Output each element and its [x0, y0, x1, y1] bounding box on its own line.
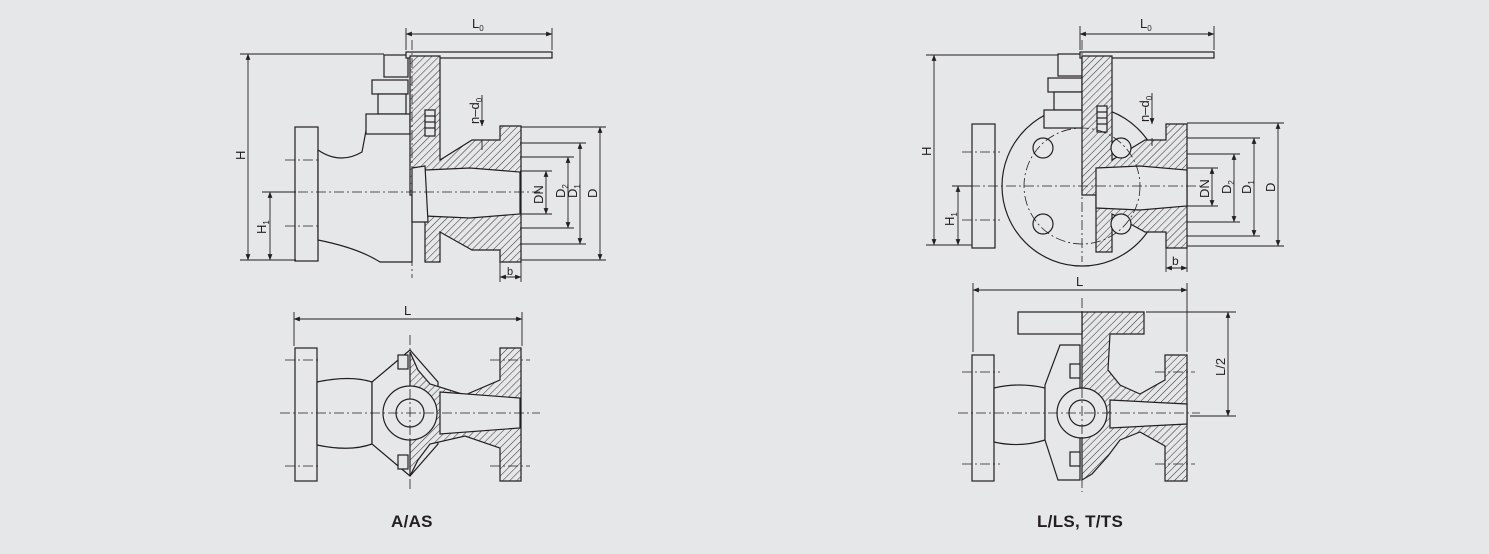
- right-d2-label: D2: [1219, 180, 1236, 194]
- right-l-label: L: [1076, 274, 1083, 289]
- left-elevation-dimensions: [240, 28, 606, 282]
- right-nd0-label: n–d0: [1137, 95, 1154, 122]
- right-d-label: D: [1263, 183, 1278, 192]
- left-d2-label: D2: [553, 184, 570, 198]
- left-nd0-label: n–d0: [467, 97, 484, 124]
- right-elevation-centerlines: [952, 40, 1200, 262]
- left-dn-label: DN: [531, 185, 546, 204]
- left-elevation-labels: L0 H H1 n–d0 DN D2 D1 D b: [233, 16, 600, 278]
- left-plan-dimensions: [293, 312, 523, 346]
- right-h-label: H: [919, 147, 934, 156]
- right-l0-label: L0: [1140, 16, 1152, 33]
- left-elevation-centerlines: [262, 40, 540, 278]
- left-d1-label: D1: [565, 184, 582, 198]
- left-h1-label: H1: [254, 220, 271, 234]
- left-plan-view: [294, 347, 522, 482]
- left-elevation-view: [294, 51, 553, 263]
- right-l2-label: L/2: [1213, 358, 1228, 376]
- left-h-label: H: [233, 151, 248, 160]
- right-h1-label: H1: [942, 212, 959, 226]
- left-plan-centerlines: [280, 335, 540, 490]
- right-d1-label: D1: [1239, 180, 1256, 194]
- right-elevation-labels: L0 H H1 n–d0 DN D2 D1 D b: [919, 16, 1278, 268]
- right-b-label: b: [1172, 254, 1179, 268]
- left-l0-label: L0: [472, 16, 484, 33]
- right-elevation-view: [971, 51, 1215, 267]
- right-elevation-dimensions: [926, 26, 1284, 272]
- left-b-label: b: [507, 266, 513, 278]
- left-caption: A/AS: [391, 512, 433, 531]
- right-caption: L/LS, T/TS: [1037, 512, 1124, 531]
- right-plan-centerlines: [958, 298, 1200, 492]
- right-plan-dimensions: [972, 283, 1236, 417]
- left-l-label: L: [404, 303, 411, 318]
- right-plan-view: [971, 311, 1188, 482]
- right-dn-label: DN: [1197, 179, 1212, 198]
- left-d-label: D: [585, 189, 600, 198]
